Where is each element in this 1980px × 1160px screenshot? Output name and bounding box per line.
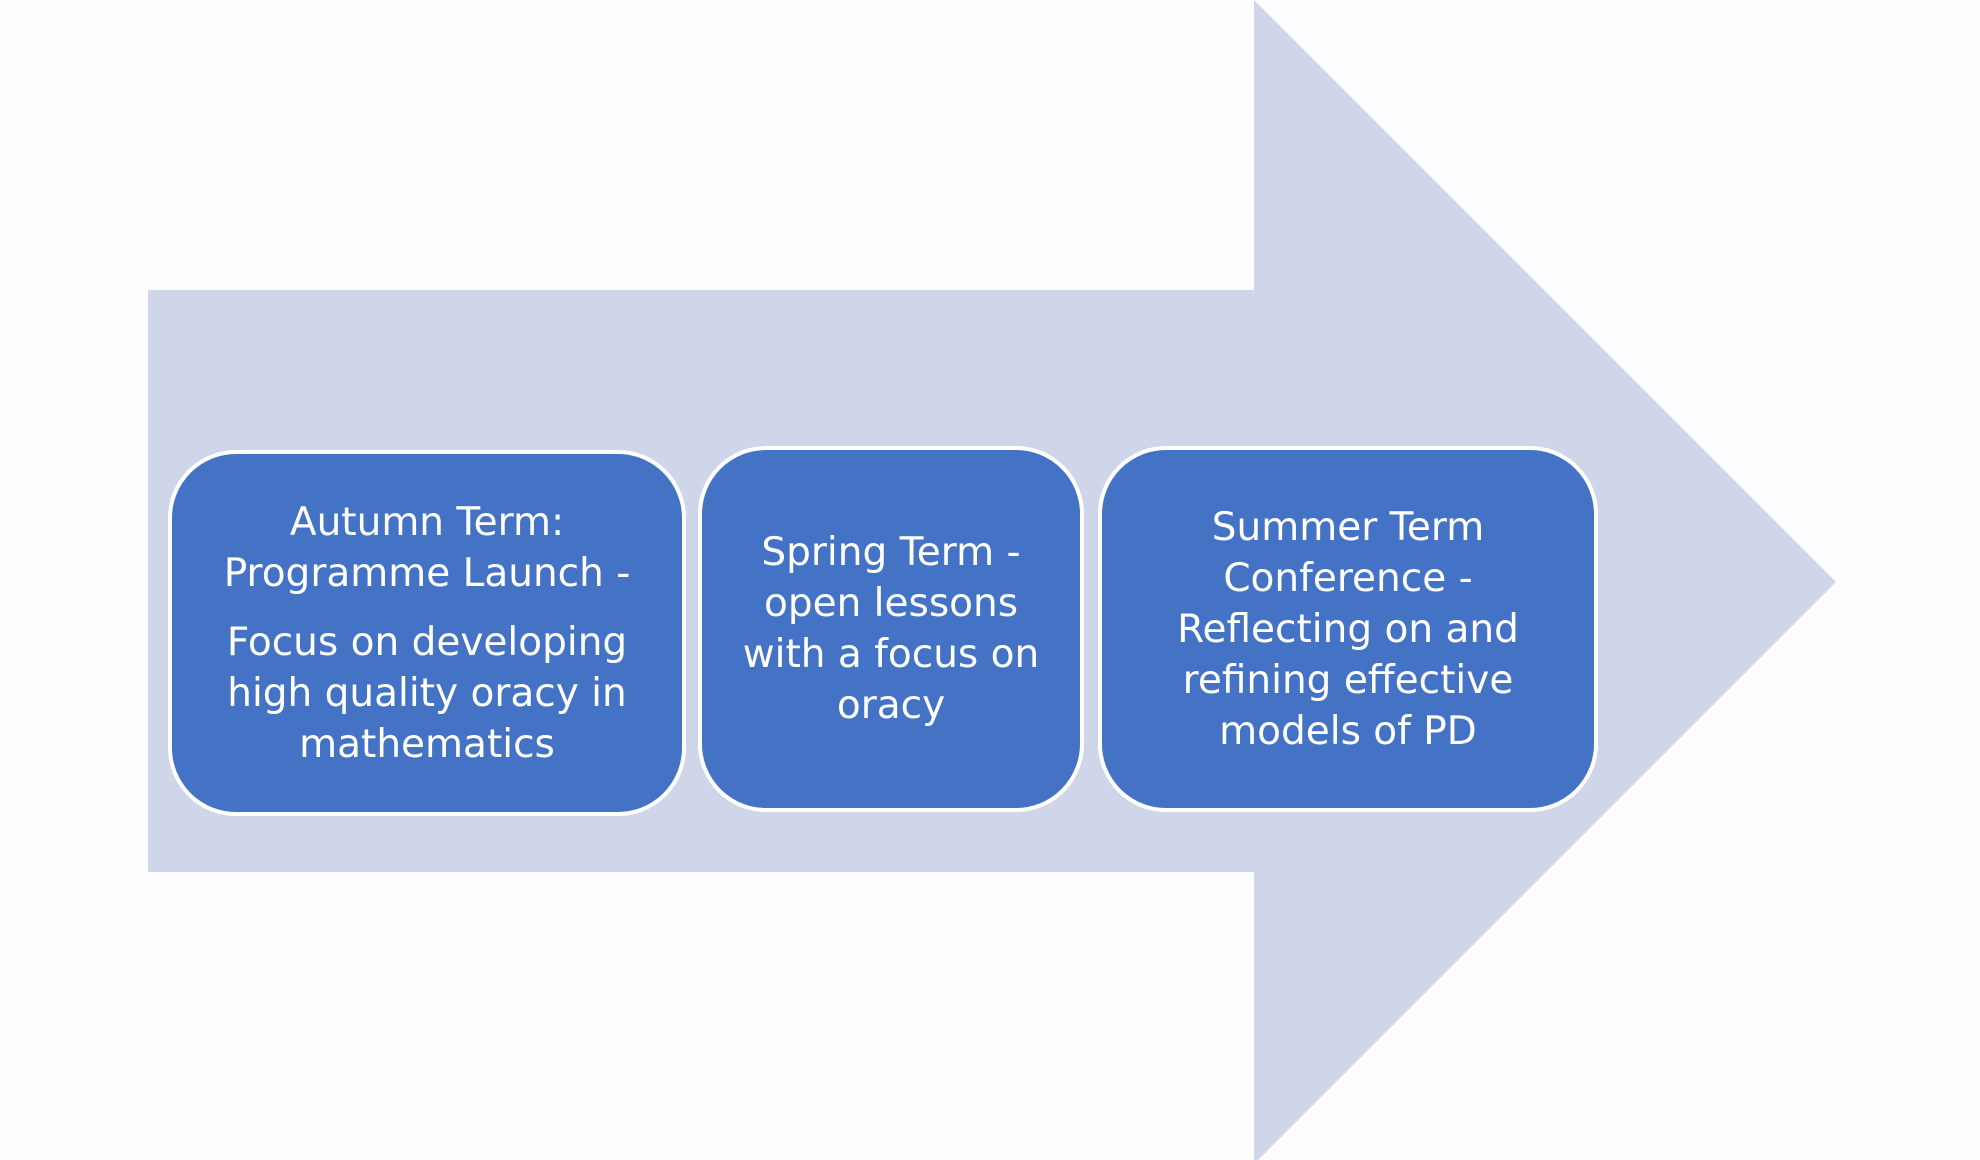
stage-box-spring: Spring Term - open lessons with a focus … <box>698 446 1084 812</box>
stage-autumn-heading: Autumn Term: Programme Launch - <box>223 499 631 596</box>
stage-autumn-focus: Focus on developing high quality oracy i… <box>226 619 628 767</box>
stage-box-summer: Summer Term Conference - Reflecting on a… <box>1098 446 1598 812</box>
stage-summer-text: Summer Term Conference - Reflecting on a… <box>1177 504 1519 754</box>
stage-spring-text: Spring Term - open lessons with a focus … <box>742 530 1040 728</box>
stage-box-autumn: Autumn Term: Programme Launch - Focus on… <box>168 450 686 816</box>
